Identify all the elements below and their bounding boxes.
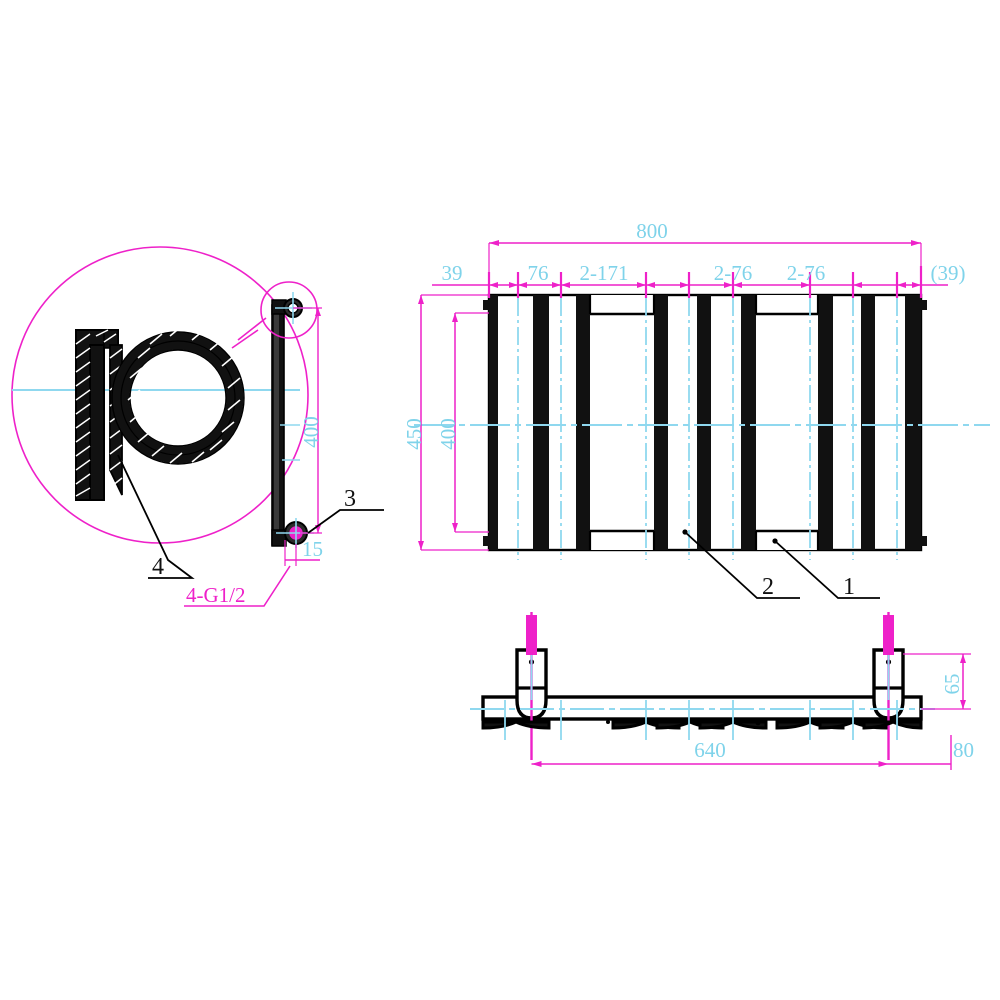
bottom-offset-dim: 15 xyxy=(302,537,323,561)
plan-center-mark xyxy=(755,720,761,726)
balloon-2-leader xyxy=(684,531,800,599)
recess-fill xyxy=(590,531,654,550)
balloon-1: 1 xyxy=(843,574,855,600)
dim-400-arrow-bottom xyxy=(452,523,458,532)
dim-800-arrow-right xyxy=(911,240,921,246)
dim-400-arrow-top xyxy=(452,313,458,322)
balloon-4-leader xyxy=(117,454,195,579)
dim-640-arrow-left xyxy=(531,761,542,767)
plan-tube-sections xyxy=(481,720,923,730)
tube-bar xyxy=(905,295,921,550)
pitch-76-dim: 76 xyxy=(528,261,549,285)
plan-tube-centerlines xyxy=(504,700,898,740)
center-height-dim: 400 xyxy=(436,418,460,450)
tube-section xyxy=(862,720,923,730)
balloon-2: 2 xyxy=(762,574,774,600)
left-margin-dim: 39 xyxy=(442,261,463,285)
dim-450-arrow-top xyxy=(418,295,424,304)
dim-450-arrow-bottom xyxy=(418,541,424,550)
plan-bracket-right xyxy=(872,612,905,760)
dim-chain-ticks xyxy=(487,266,923,298)
side-400-arrow-top xyxy=(315,308,321,316)
overall-height-dim: 450 xyxy=(402,418,426,450)
side-elevation-view: 400 15 4-G1/2 3 xyxy=(184,281,384,607)
tube-bar xyxy=(654,295,668,550)
balloon-3-leader xyxy=(307,509,384,534)
tube-bar xyxy=(576,295,590,550)
detail-circle-small xyxy=(260,281,318,339)
right-margin-dim: (39) xyxy=(931,261,966,285)
overall-width-dim: 800 xyxy=(636,219,668,243)
pitch-2-76-b-dim: 2-76 xyxy=(787,261,826,285)
thread-note-leader xyxy=(184,565,291,607)
detail-leader-tick xyxy=(231,329,259,349)
dim-800-arrow-left xyxy=(489,240,499,246)
front-recess-panels xyxy=(588,295,820,550)
front-cap-tl xyxy=(483,300,491,310)
pitch-2-76-a-dim: 2-76 xyxy=(714,261,753,285)
tube-bar xyxy=(818,295,833,550)
front-elevation-view: 2 1 xyxy=(414,293,990,600)
dim-65-arrow-top xyxy=(960,654,966,663)
balloon-4: 4 xyxy=(152,554,164,580)
front-tube-centerlines xyxy=(517,298,898,560)
tube-section xyxy=(481,720,551,730)
tube-bar xyxy=(533,295,549,550)
balloon-1-dot xyxy=(772,538,778,544)
balloon-3: 3 xyxy=(344,486,356,512)
thread-note: 4-G1/2 xyxy=(186,583,246,607)
pitch-2-171-dim: 2-171 xyxy=(580,261,629,285)
plan-center-mark-2 xyxy=(606,720,610,724)
bracket-height-dim: 65 xyxy=(940,674,964,695)
side-height-dim: 400 xyxy=(299,416,323,448)
front-cap-bl xyxy=(483,536,491,546)
plan-bracket-left xyxy=(515,612,548,760)
side-body-inner xyxy=(274,312,279,538)
front-cap-br xyxy=(919,536,927,546)
balloon-1-leader xyxy=(774,540,880,599)
recess-fill xyxy=(590,295,654,314)
recess-fill xyxy=(756,531,818,550)
bracket-span-dim: 640 xyxy=(694,738,726,762)
front-cap-tr xyxy=(919,300,927,310)
detail-section-view: 4 xyxy=(11,246,309,580)
detail-circle-large xyxy=(11,246,309,544)
bracket-edge-dim: 80 xyxy=(953,738,974,762)
front-tube-bars xyxy=(489,295,921,550)
left-vertical-dimensions: 450 400 xyxy=(402,294,489,551)
tube-bar xyxy=(741,295,756,550)
tube-bar xyxy=(861,295,875,550)
bottom-plan-view: 640 80 65 xyxy=(470,612,974,770)
tube-bar xyxy=(697,295,711,550)
top-dimension-chain: 800 39 76 2-171 2 xyxy=(432,219,966,298)
recess-fill xyxy=(756,295,818,314)
section-hatch-round xyxy=(127,325,241,464)
section-round-tube xyxy=(111,325,245,465)
tube-bar xyxy=(489,295,498,550)
dim-chain-arrows xyxy=(489,282,921,288)
dim-640-arrow-right xyxy=(878,761,889,767)
detail-leader xyxy=(237,317,267,341)
balloon-2-dot xyxy=(682,529,688,535)
dim-65-arrow-bottom xyxy=(960,700,966,709)
